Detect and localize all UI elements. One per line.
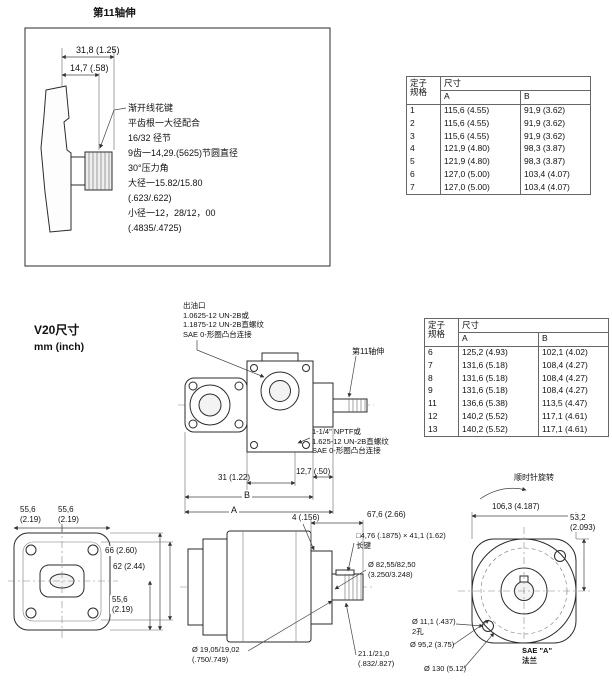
spline-note-block: 渐开线花键 平齿根一大径配合 16/32 径节 9齿一14,29.(5625)节…	[128, 103, 239, 233]
rear-dim-62: 62 (2.44)	[111, 562, 148, 572]
front-holes-note: Ø 11,1 (.437) 2孔	[412, 617, 456, 636]
front-outer-dia: Ø 130 (5.12)	[424, 664, 467, 673]
col-header-b: B	[538, 332, 609, 347]
col-header-b: B	[520, 90, 591, 105]
plan-view-drawing	[178, 340, 374, 515]
rear-dim-top-right: 55,6 (2.19)	[58, 505, 79, 524]
side-dim-length: 67,6 (2.66)	[367, 510, 406, 519]
shaft-side	[331, 573, 364, 601]
col-header-a: A	[458, 332, 539, 347]
dim-shaft-total: 31,8 (1.25)	[76, 45, 120, 55]
section-unit: mm (inch)	[34, 341, 85, 353]
col-header-size: 尺寸	[458, 318, 609, 333]
rear-dim-66: 66 (2.60)	[103, 546, 140, 556]
front-bolt-circle: Ø 95,2 (3.75)	[410, 640, 455, 649]
side-pilot-dia: Ø 82,55/82,50 (3.250/3.248)	[368, 560, 416, 579]
clockwise-arrow	[479, 487, 527, 500]
shaft-callout: 第11轴伸	[352, 347, 385, 356]
rear-dim-bottom: 55,6 (2.19)	[110, 595, 135, 614]
col-header-a: A	[440, 90, 521, 105]
outlet-port-note: 出油口 1.0625-12 UN-2B或 1.1875-12 UN-2B直螺纹 …	[183, 301, 264, 339]
rotation-note: 顺时针旋转	[514, 473, 554, 482]
front-dim-width: 106,3 (4.187)	[492, 502, 540, 511]
side-key-dim: 21.1/21,0 (.832/.827)	[358, 649, 395, 668]
col-header-stator-spec: 定子 规格	[406, 76, 441, 105]
pump-body-side	[226, 530, 312, 643]
dim-31: 31 (1.22)	[218, 473, 251, 482]
dim-shaft-short: 14,7 (.58)	[70, 63, 109, 73]
inlet-port-note: 1-1/4" NPTF或 1.625-12 UN-2B直螺纹 SAE 0-形圈凸…	[312, 427, 389, 455]
rear-dim-top-left: 55,6 (2.19)	[20, 505, 41, 524]
front-view-drawing	[452, 487, 590, 669]
spline-section	[84, 151, 113, 191]
rear-view-drawing	[8, 524, 173, 638]
section-title: V20尺寸	[34, 323, 80, 337]
front-dim-half: 53,2 (2.093)	[568, 513, 598, 532]
shaft-step	[70, 156, 86, 186]
dim-b-label: B	[242, 490, 253, 501]
col-header-size: 尺寸	[440, 76, 591, 91]
front-flange-label: SAE "A" 法兰	[522, 646, 553, 665]
dim-a-label: A	[229, 505, 240, 516]
mounting-hole	[554, 550, 566, 562]
shaft-extension-title: 第11轴伸	[93, 7, 136, 19]
side-key-note: □4,76 (.1875) × 41,1 (1.62) 长键	[356, 531, 446, 550]
side-shaft-dia: Ø 19,05/19,02 (.750/.749)	[192, 645, 240, 664]
col-header-stator-spec: 定子 规格	[424, 318, 459, 347]
side-dim-groove: 4 (.156)	[292, 513, 320, 522]
side-view-drawing	[180, 520, 374, 656]
shaft	[332, 398, 368, 413]
mounting-flange	[310, 550, 333, 625]
dim-12-7: 12,7 (.50)	[296, 467, 331, 476]
shaft-detail-drawing	[24, 27, 331, 267]
